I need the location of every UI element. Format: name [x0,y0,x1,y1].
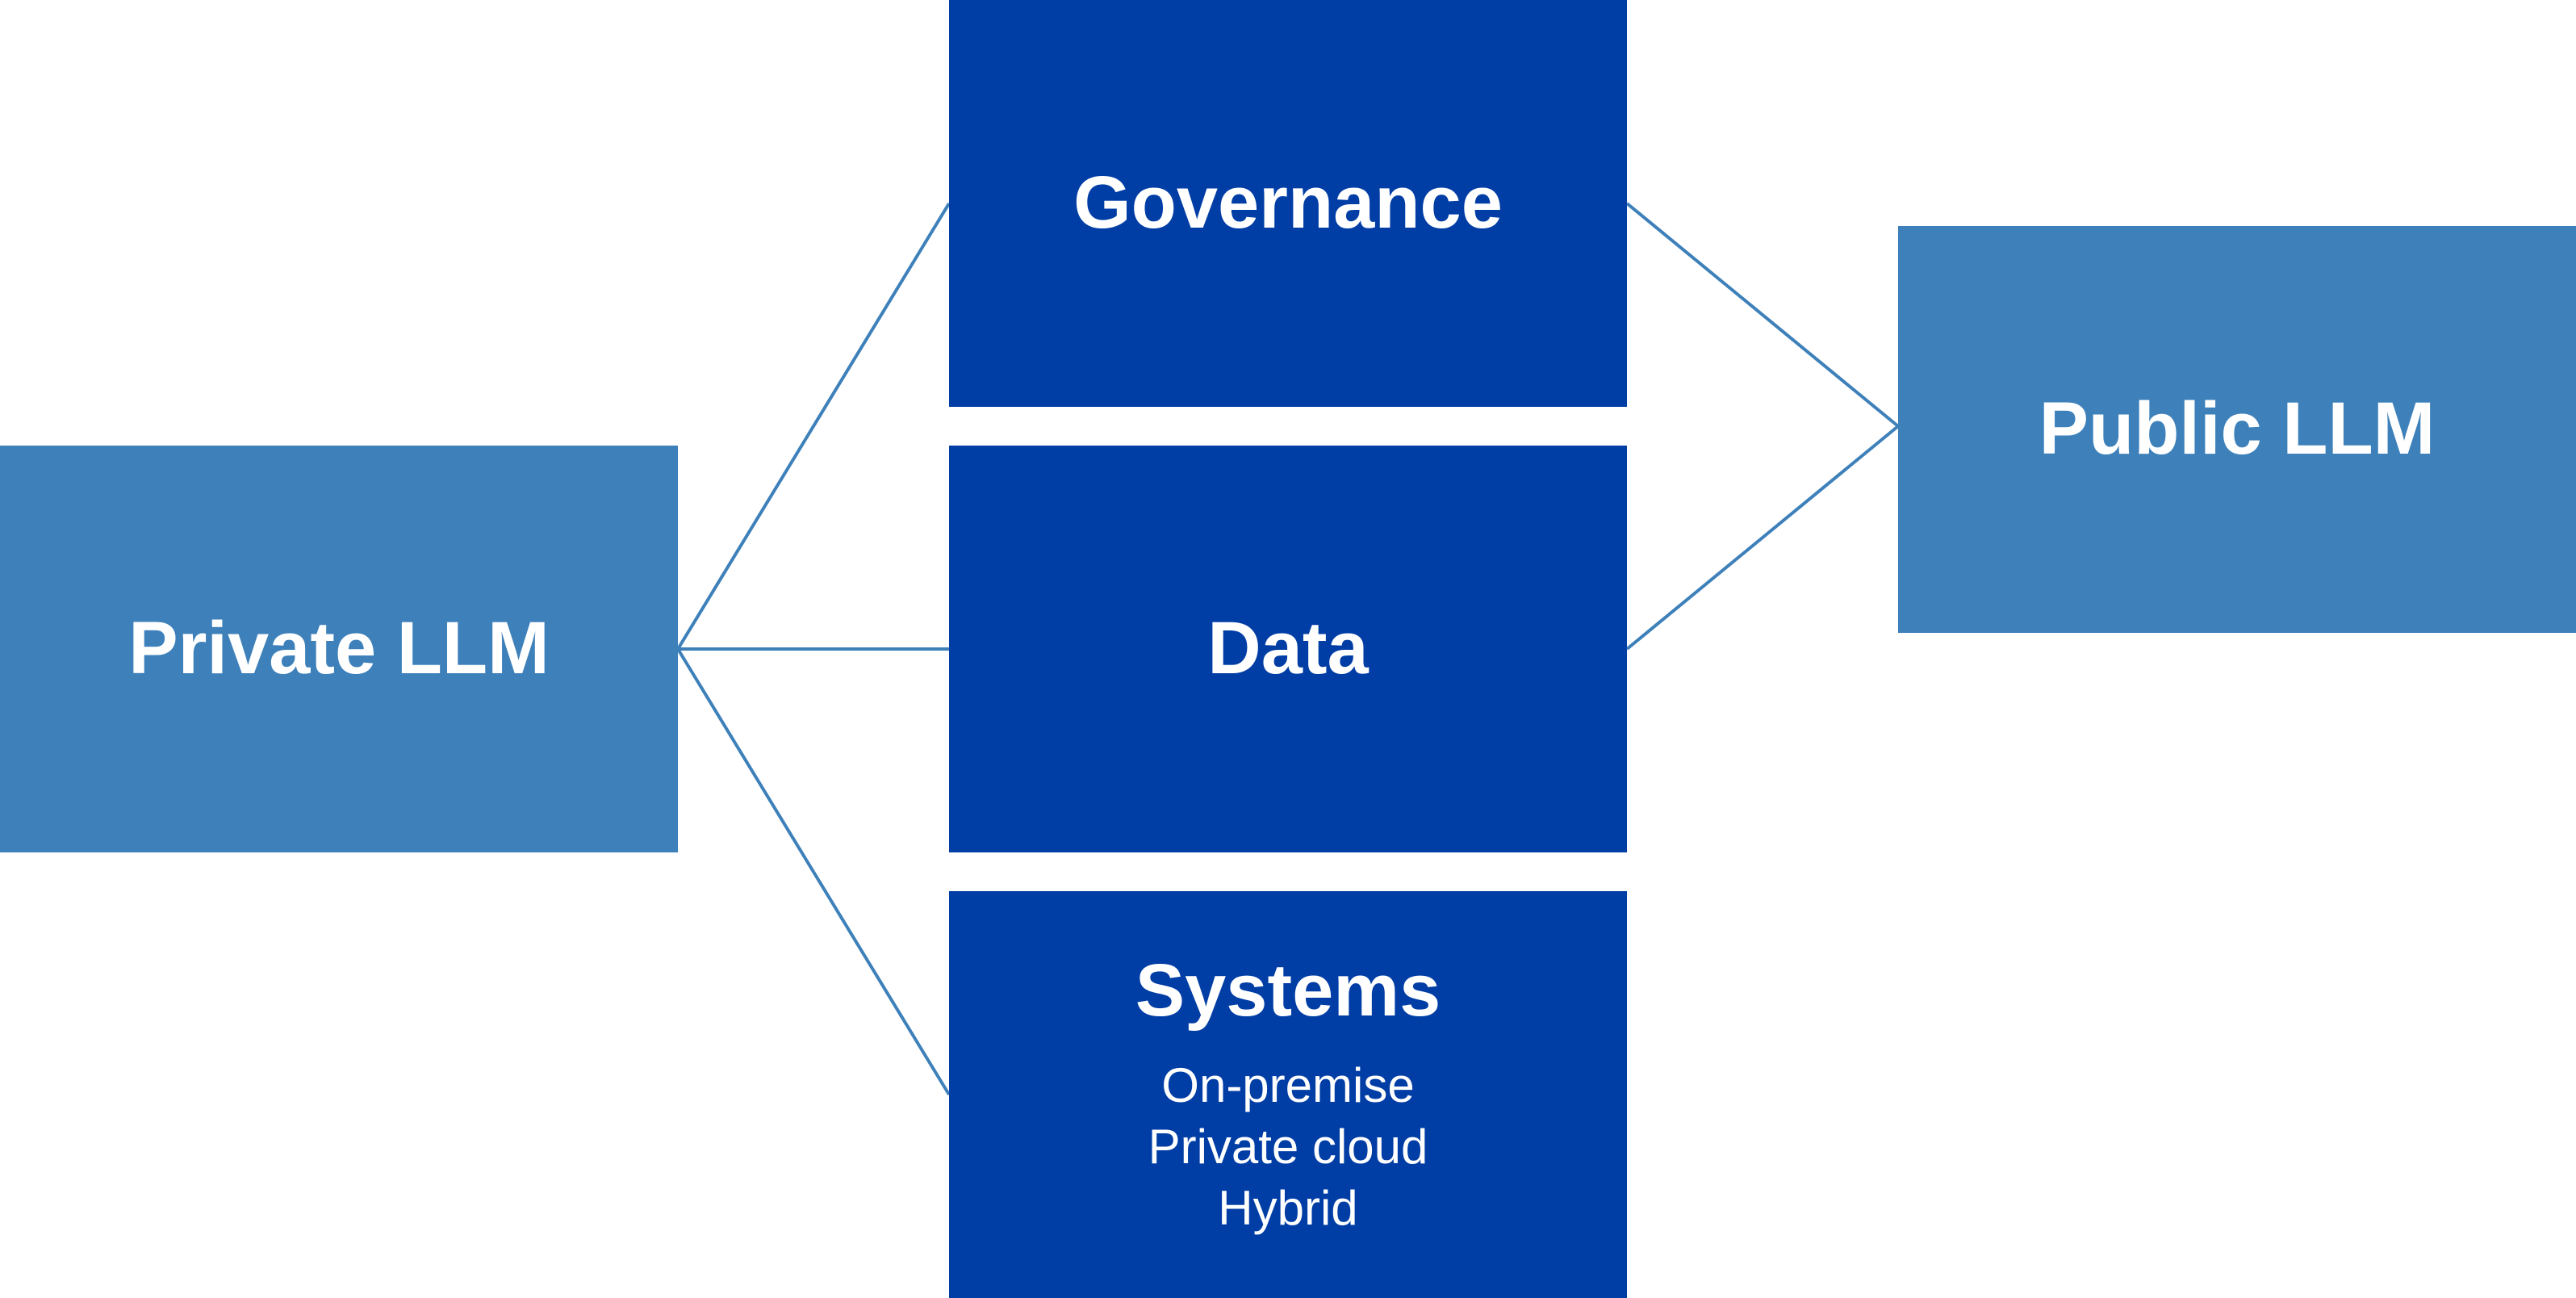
data-label: Data [1207,607,1369,690]
edge-private-systems [676,647,951,1096]
public-llm-box: Public LLM [1898,226,2576,633]
data-box: Data [949,446,1627,852]
edge-governance-public [1625,202,1900,428]
systems-box: Systems On-premise Private cloud Hybrid [949,891,1627,1298]
edge-private-governance [676,202,951,651]
private-llm-label: Private LLM [128,607,550,690]
edge-data-public [1625,425,1900,651]
public-llm-label: Public LLM [2039,387,2436,471]
systems-item-on-premise: On-premise [1161,1057,1415,1112]
systems-item-private-cloud: Private cloud [1148,1119,1428,1174]
systems-label: Systems [1135,949,1441,1032]
governance-box: Governance [949,0,1627,407]
systems-item-hybrid: Hybrid [1218,1180,1358,1235]
private-llm-box: Private LLM [0,446,678,852]
governance-label: Governance [1073,161,1503,245]
